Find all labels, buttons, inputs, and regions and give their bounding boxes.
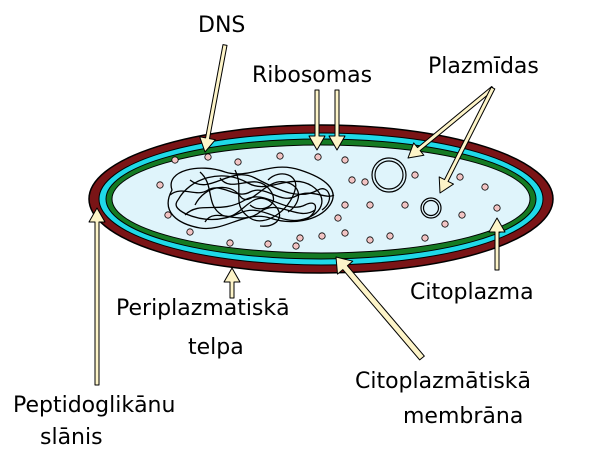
label-membrane-line1: Citoplazmātiskā [355,369,531,394]
label-membrane-line2: membrāna [403,404,523,429]
ribosome-dot [342,202,348,208]
ribosome-dot [187,229,193,235]
ribosome-dot [293,243,299,249]
ribosome-dot [172,157,178,163]
ribosome-dot [442,221,448,227]
ribosome-dot [277,153,283,159]
ribosome-dot [457,174,463,180]
label-periplasm-line2: telpa [188,335,244,360]
ribosome-dot [422,235,428,241]
label-plasmids: Plazmīdas [428,54,539,79]
ribosome-dot [319,233,325,239]
ribosome-dot [227,240,233,246]
arrow-periplasm [224,268,240,298]
ribosome-dot [387,233,393,239]
label-dna: DNS [198,13,245,38]
ribosome-dot [494,205,500,211]
ribosome-dot [205,154,211,160]
ribosome-dot [412,172,418,178]
arrow-ribosome-2 [329,90,345,150]
ribosome-dot [362,179,368,185]
label-cytoplasm: Citoplazma [410,280,534,305]
ribosome-dot [482,184,488,190]
ribosome-dot [157,182,163,188]
ribosome-dot [315,154,321,160]
ribosome-dot [335,215,341,221]
ribosome-dot [265,241,271,247]
ribosome-dot [349,177,355,183]
ribosome-dot [402,202,408,208]
ribosome-dot [367,202,373,208]
ribosome-dot [342,157,348,163]
label-peptidoglycan-line2: slānis [40,425,103,450]
arrow-ribosome-1 [309,90,325,150]
ribosome-dot [367,237,373,243]
ribosome-dot [342,230,348,236]
label-periplasm-line1: Periplazmatiskā [116,296,290,321]
arrow-peptidoglycan [89,208,105,385]
ribosome-dot [459,212,465,218]
label-peptidoglycan-line1: Peptidoglikānu [13,393,175,418]
arrow-membrane [336,257,424,360]
label-ribosomes: Ribosomas [252,63,372,88]
ribosome-dot [235,159,241,165]
ribosome-dot [297,235,303,241]
